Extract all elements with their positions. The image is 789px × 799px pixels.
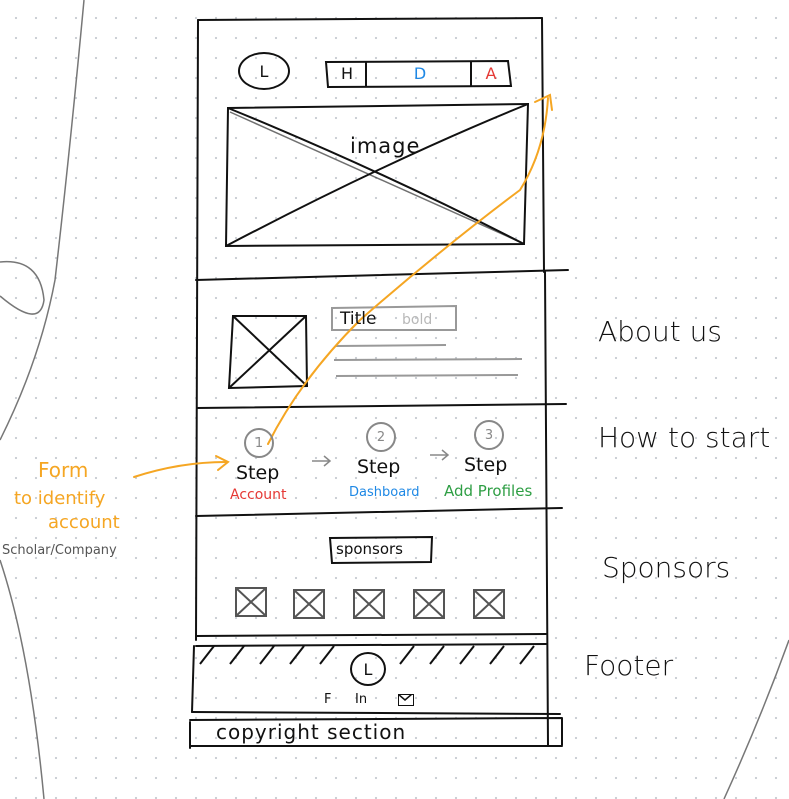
- nav-item-dashboard[interactable]: D: [413, 63, 427, 83]
- hero-image-placeholder: [224, 102, 530, 248]
- nav-item-account[interactable]: A: [485, 63, 497, 83]
- annotation-account: account: [48, 512, 120, 533]
- header-logo-letter: L: [259, 61, 269, 81]
- about-image-placeholder: [227, 315, 309, 390]
- frame-right-edge-top: [541, 17, 545, 273]
- about-title-note: bold: [402, 312, 433, 328]
- step-arrows: [312, 449, 450, 467]
- annotation-identify: to identify: [14, 488, 106, 509]
- sponsor-logo-4: [413, 589, 445, 619]
- linkedin-icon[interactable]: In: [355, 692, 368, 707]
- facebook-icon[interactable]: F: [324, 692, 332, 707]
- divider-about: [196, 403, 567, 409]
- sponsor-logos: [235, 587, 505, 619]
- copyright-box: [189, 717, 563, 749]
- nav-item-home[interactable]: H: [340, 63, 354, 83]
- step-3-title[interactable]: Step: [464, 454, 508, 476]
- step-3-caption: Add Profiles: [444, 482, 533, 500]
- section-label-about: About us: [598, 315, 723, 348]
- frame-left-edge: [195, 19, 199, 641]
- step-1-caption: Account: [230, 487, 287, 503]
- divider-steps: [195, 507, 563, 517]
- mail-icon[interactable]: [398, 694, 414, 706]
- hero-image-label: image: [350, 134, 421, 158]
- step-1-number: 1: [244, 428, 274, 458]
- divider-hero: [195, 269, 569, 281]
- sponsor-logo-5: [473, 589, 505, 619]
- step-3-number: 3: [474, 420, 504, 450]
- header-logo[interactable]: L: [238, 52, 290, 90]
- step-2-caption: Dashboard: [349, 485, 420, 500]
- footer-logo[interactable]: L: [350, 652, 386, 686]
- section-label-footer: Footer: [584, 649, 674, 682]
- annotation-arrows: [133, 93, 553, 478]
- step-2-number: 2: [366, 422, 396, 452]
- sponsor-logo-3: [353, 589, 385, 619]
- section-label-how-to-start: How to start: [598, 421, 771, 454]
- annotation-scholar-company: Scholar/Company: [2, 543, 117, 558]
- footer-bottom: [191, 711, 561, 715]
- sponsor-logo-1: [235, 587, 267, 617]
- step-1-title[interactable]: Step: [236, 462, 280, 484]
- footer-top: [195, 643, 547, 647]
- section-label-sponsors: Sponsors: [602, 551, 731, 584]
- annotation-form: Form: [38, 458, 89, 482]
- copyright-text: copyright section: [216, 720, 407, 744]
- divider-sponsors: [195, 633, 547, 637]
- sponsors-heading-box: [328, 535, 434, 565]
- about-text-lines: [331, 304, 523, 377]
- frame-top-edge: [197, 17, 543, 21]
- step-2-title[interactable]: Step: [357, 456, 401, 478]
- about-title: Title: [340, 309, 377, 329]
- sponsors-heading: sponsors: [336, 540, 403, 558]
- sponsor-logo-2: [293, 589, 325, 619]
- footer-left: [191, 645, 195, 713]
- mail-icon-flap: [398, 694, 412, 701]
- footer-hatching: [199, 645, 535, 665]
- nav-bar: [324, 59, 513, 89]
